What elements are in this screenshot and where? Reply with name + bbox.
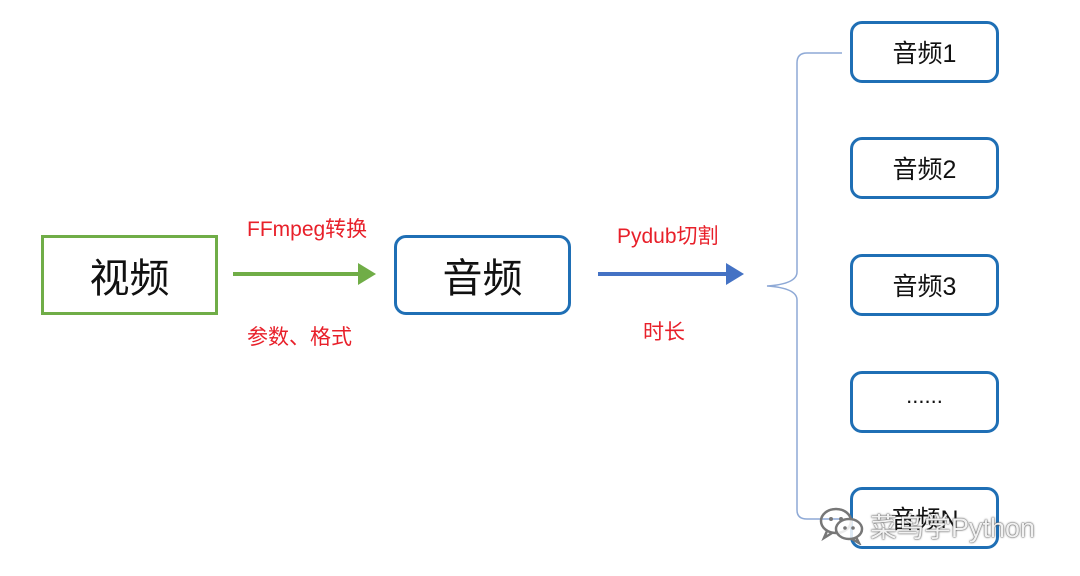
output-box-label: 音频N — [890, 506, 959, 534]
video-box: 视频 — [41, 235, 218, 315]
params-format-label: 参数、格式 — [247, 326, 352, 349]
watermark: 菜鸟学Python — [818, 503, 1035, 547]
ffmpeg-label: FFmpeg转换 — [247, 218, 368, 241]
green-arrow — [233, 263, 376, 285]
pydub-label: Pydub切割 — [617, 225, 719, 248]
output-box-label: 音频2 — [892, 156, 957, 184]
watermark-text: 菜鸟学Python — [870, 512, 1036, 543]
bracket — [766, 52, 842, 520]
output-box-3: 音频3 — [850, 254, 999, 316]
audio-box-label: 音频 — [442, 257, 523, 301]
output-box-label: 音频3 — [892, 273, 957, 301]
wechat-icon — [818, 505, 866, 547]
output-box-n: 音频N — [850, 487, 999, 549]
output-box-label: ...... — [906, 383, 943, 408]
output-box-label: 音频1 — [892, 40, 957, 68]
audio-box: 音频 — [394, 235, 571, 315]
video-box-label: 视频 — [89, 257, 170, 301]
output-box-1: 音频1 — [850, 21, 999, 83]
blue-arrow — [598, 263, 744, 285]
duration-label: 时长 — [643, 321, 685, 344]
output-box-2: 音频2 — [850, 137, 999, 199]
output-box-ellipsis: ...... — [850, 371, 999, 433]
